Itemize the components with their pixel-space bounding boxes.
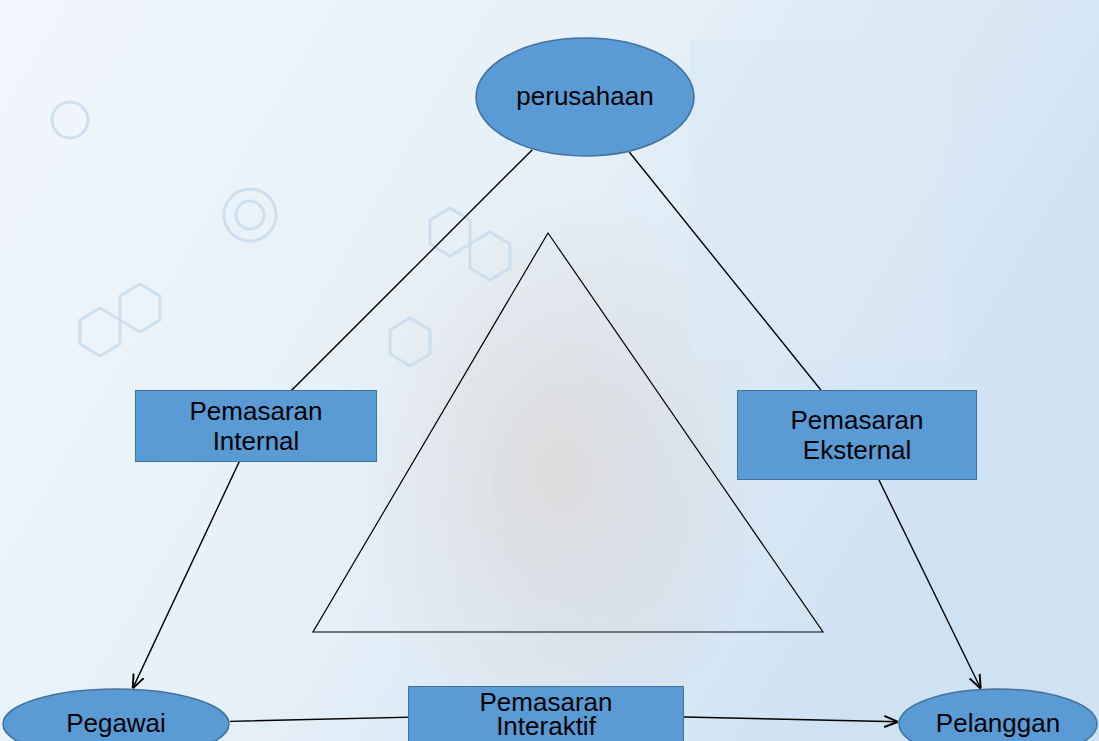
arrow-connector [629,152,980,689]
hexagon [120,284,160,332]
ellipse-shape [476,38,694,156]
hexagon [80,308,120,356]
ring [52,102,88,138]
hexagon [470,232,510,280]
background-panel [690,40,950,360]
marketing-box: Pemasaran Eksternal [737,390,977,480]
edge-label: Pemasaran Internal [190,396,323,456]
ellipse-node: perusahaan [475,37,695,157]
marketing-box: Pemasaran Interaktif [408,686,684,741]
background-hexagons [52,102,510,366]
node-label: perusahaan [516,82,653,112]
arrow-connector [133,150,533,689]
edge-label: Pemasaran Interaktif [480,690,613,738]
ring [224,189,276,241]
node-label: Pegawai [66,709,166,739]
ellipse-node: Pelanggan [898,688,1098,741]
node-label: Pelanggan [936,709,1060,739]
hexagon [390,318,430,366]
marketing-box: Pemasaran Internal [135,390,377,462]
ellipse-shape [3,689,229,741]
ellipse-node: Pegawai [2,688,230,741]
edge-label: Pemasaran Eksternal [791,405,924,465]
ellipse-shape [899,689,1097,741]
ring [236,201,264,229]
